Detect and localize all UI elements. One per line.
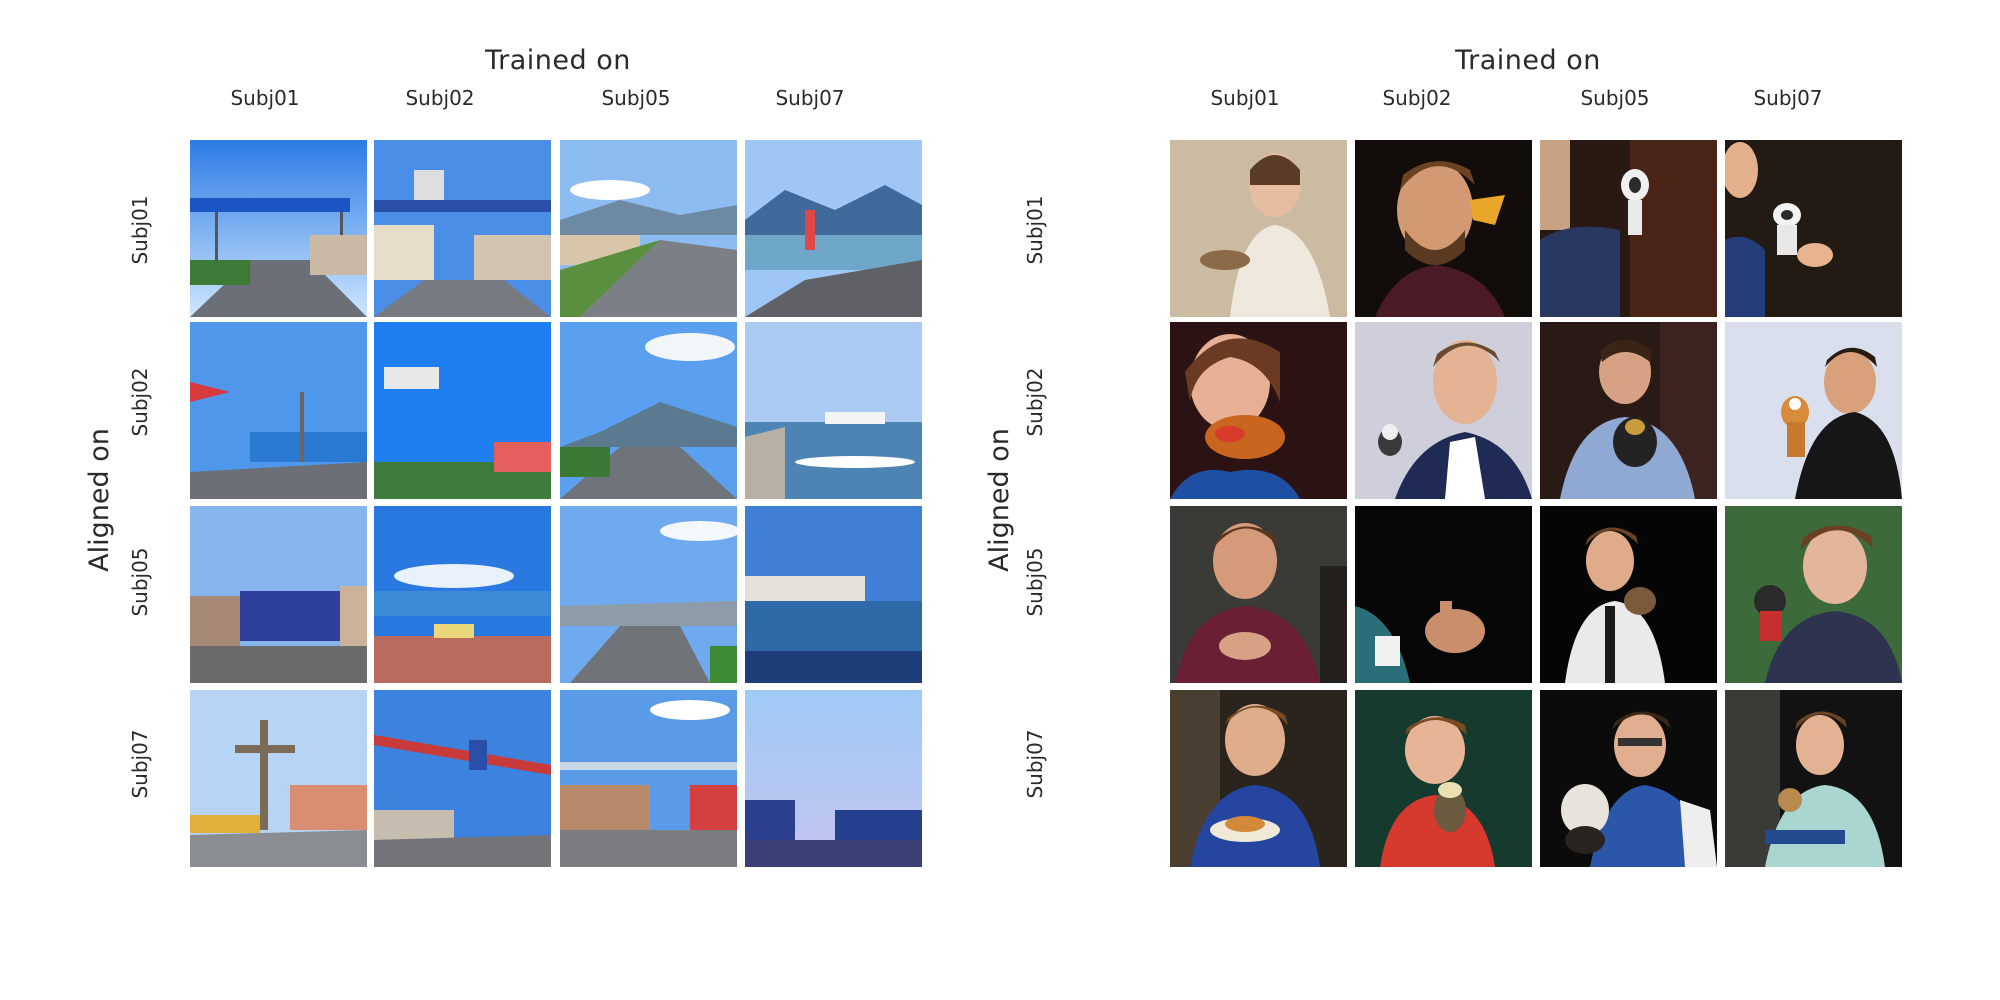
- column-label: Subj01: [1210, 86, 1280, 110]
- grid-image: [1355, 506, 1532, 683]
- row-axis-label: Aligned on: [984, 428, 1015, 572]
- grid-image: [1355, 322, 1532, 499]
- grid-image: [1170, 506, 1347, 683]
- grid-image: [1355, 690, 1532, 867]
- column-label: Subj02: [1382, 86, 1452, 110]
- right-panel: Trained on Subj01 Subj02 Subj05 Subj07 A…: [965, 0, 1965, 1000]
- row-label: Subj05: [128, 547, 152, 617]
- row-label: Subj02: [128, 367, 152, 437]
- column-label: Subj07: [1753, 86, 1823, 110]
- grid-image: [1170, 140, 1347, 317]
- column-label: Subj02: [405, 86, 475, 110]
- grid-image: [190, 322, 367, 499]
- row-label: Subj05: [1023, 547, 1047, 617]
- panel-title: Trained on: [1455, 45, 1601, 76]
- grid-image: [1540, 322, 1717, 499]
- grid-image: [745, 506, 922, 683]
- grid-image: [560, 690, 737, 867]
- grid-image: [745, 322, 922, 499]
- column-label: Subj05: [601, 86, 671, 110]
- grid-image: [1540, 690, 1717, 867]
- column-label: Subj01: [230, 86, 300, 110]
- row-axis-label: Aligned on: [84, 428, 115, 572]
- grid-image: [560, 322, 737, 499]
- grid-image: [190, 140, 367, 317]
- grid-image: [1540, 506, 1717, 683]
- grid-image: [1170, 322, 1347, 499]
- grid-image: [1725, 140, 1902, 317]
- grid-image: [1725, 322, 1902, 499]
- row-label: Subj02: [1023, 367, 1047, 437]
- left-panel: Trained on Subj01 Subj02 Subj05 Subj07 A…: [84, 45, 922, 867]
- grid-image: [1170, 690, 1347, 867]
- grid-image: [190, 506, 367, 683]
- row-label: Subj07: [128, 729, 152, 799]
- row-label: Subj01: [1023, 195, 1047, 265]
- grid-image: [374, 690, 551, 867]
- grid-image: [1725, 690, 1902, 867]
- grid-image: [374, 506, 551, 683]
- column-label: Subj07: [775, 86, 845, 110]
- grid-image: [745, 140, 922, 317]
- grid-image: [560, 140, 737, 317]
- grid-image: [1725, 506, 1902, 683]
- grid-image: [374, 140, 551, 317]
- grid-image: [1540, 140, 1717, 317]
- panel-title: Trained on: [485, 45, 631, 76]
- row-label: Subj01: [128, 195, 152, 265]
- grid-image: [190, 690, 367, 867]
- grid-image: [374, 322, 551, 499]
- column-label: Subj05: [1580, 86, 1650, 110]
- row-label: Subj07: [1023, 729, 1047, 799]
- grid-image: [1355, 140, 1532, 317]
- grid-image: [560, 506, 737, 683]
- grid-image: [745, 690, 922, 867]
